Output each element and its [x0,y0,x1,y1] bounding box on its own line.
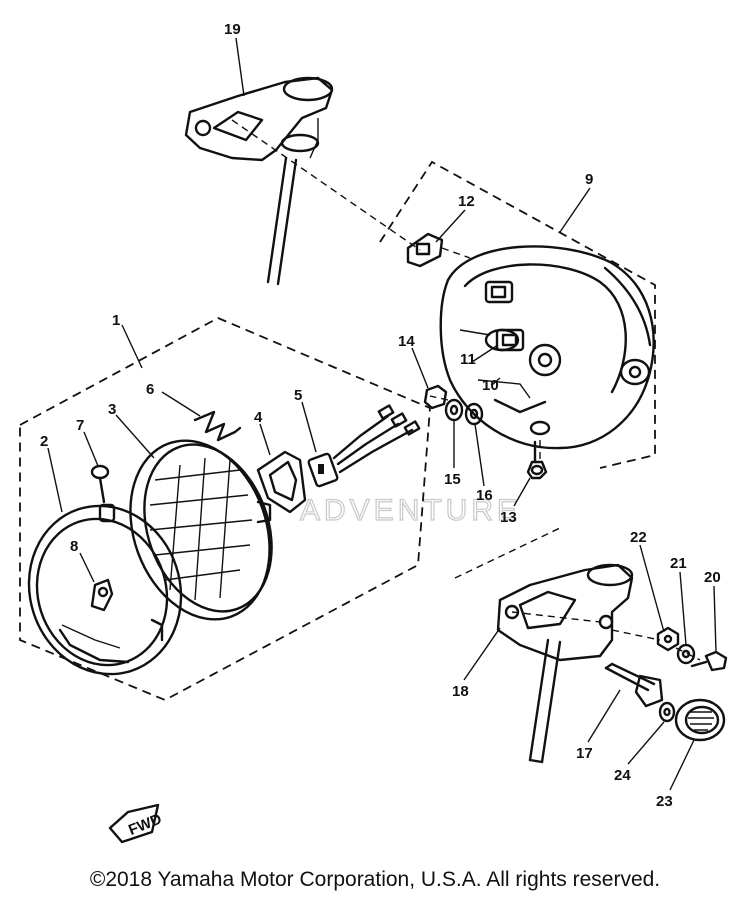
washer-part21 [676,643,696,665]
bracket-upper-part19 [184,76,334,286]
part-label-5: 5 [294,387,302,404]
part-label-22: 22 [630,529,647,546]
part-label-9: 9 [585,171,593,188]
watermark-text: ADVENTURE [300,494,521,527]
leader-lines [47,37,717,791]
washer-part16 [464,402,484,426]
screw-part7 [90,464,110,504]
headlight-unit-group-outline [19,317,431,701]
socket-boot-part4 [256,450,307,514]
cap-part23 [674,698,726,742]
washer-part24 [658,701,676,723]
part-label-7: 7 [76,417,84,434]
nut-part22 [656,626,680,652]
bolt-part20 [690,650,728,672]
clip-part8 [90,578,114,612]
part-label-15: 15 [444,471,461,488]
assembly-guide-lines [231,119,701,661]
part-label-19: 19 [224,21,241,38]
part-label-6: 6 [146,381,154,398]
part-label-24: 24 [614,767,631,784]
part-labels: 19 9 12 1 14 11 10 6 5 3 4 7 2 15 16 13 … [40,21,721,810]
part-label-3: 3 [108,401,116,418]
cable-part10 [477,379,531,399]
bracket-group-outline [454,527,561,579]
part-label-14: 14 [398,333,415,350]
nut-part14 [423,384,448,410]
part-label-2: 2 [40,433,48,450]
bolt-part17 [604,662,664,708]
copyright-notice: ©2018 Yamaha Motor Corporation, U.S.A. A… [89,868,661,891]
part-label-10: 10 [482,377,499,394]
fwd-marker: FWD [108,803,164,844]
washer-part15 [444,398,464,422]
headlight-body-group-outline [379,160,656,469]
part-label-18: 18 [452,683,469,700]
lens-unit-part3 [129,439,273,621]
part-label-20: 20 [704,569,721,586]
headlight-body-part9 [439,245,655,450]
headlight-rim-part2 [27,503,183,676]
part-label-11: 11 [460,351,476,368]
bolt-part13 [526,440,548,480]
part-label-16: 16 [476,487,493,504]
part-label-21: 21 [670,555,687,572]
part-label-23: 23 [656,793,673,810]
part-label-4: 4 [254,409,263,426]
part-label-17: 17 [576,745,593,762]
part-label-8: 8 [70,538,78,555]
connector-part5 [307,404,421,488]
part-label-12: 12 [458,193,475,210]
grommet-part12 [406,232,444,268]
part-label-13: 13 [500,509,517,526]
grommet-part11 [484,328,520,352]
spring-part6 [193,410,242,442]
part-label-1: 1 [112,312,120,329]
